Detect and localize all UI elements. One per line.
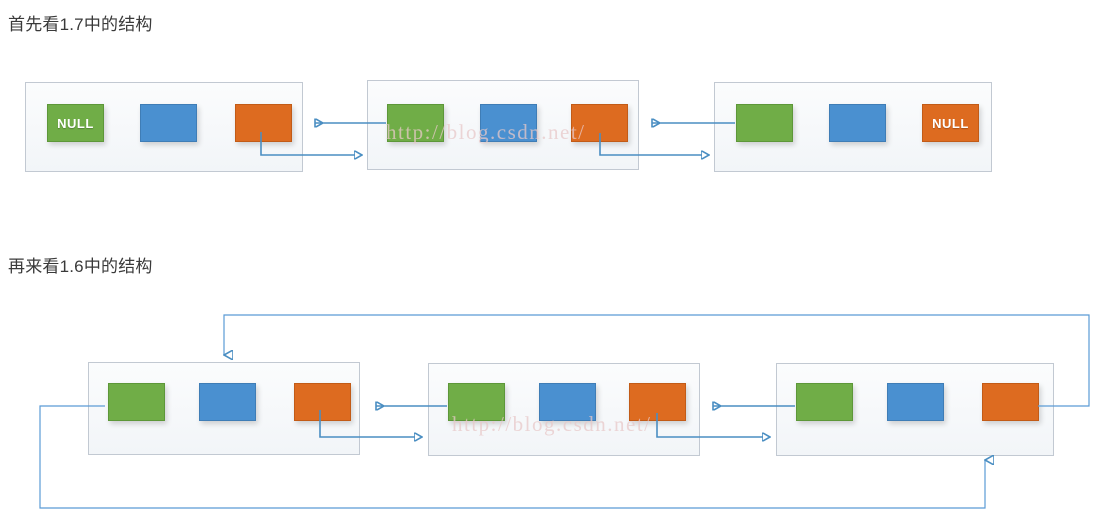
node-17-2-cell-green bbox=[387, 104, 444, 142]
node-16-2-cell-orange bbox=[629, 383, 686, 421]
node-16-3 bbox=[776, 363, 1054, 456]
node-16-2 bbox=[428, 363, 700, 456]
node-17-1-cell-blue bbox=[140, 104, 197, 142]
node-17-3-cell-blue bbox=[829, 104, 886, 142]
node-16-3-cell-blue bbox=[887, 383, 944, 421]
node-16-1-cell-green bbox=[108, 383, 165, 421]
node-17-3-cell-orange: NULL bbox=[922, 104, 979, 142]
node-16-2-cell-green bbox=[448, 383, 505, 421]
node-16-3-cell-green bbox=[796, 383, 853, 421]
node-17-1-cell-green: NULL bbox=[47, 104, 104, 142]
page-title-17: 首先看1.7中的结构 bbox=[8, 15, 153, 34]
page-title-16: 再来看1.6中的结构 bbox=[8, 257, 153, 276]
node-16-1 bbox=[88, 362, 360, 455]
node-16-1-cell-orange bbox=[294, 383, 351, 421]
node-16-2-cell-blue bbox=[539, 383, 596, 421]
node-17-3: NULL bbox=[714, 82, 992, 172]
node-17-1-cell-orange bbox=[235, 104, 292, 142]
node-17-2 bbox=[367, 80, 639, 170]
node-17-1: NULL bbox=[25, 82, 303, 172]
node-17-2-cell-blue bbox=[480, 104, 537, 142]
node-17-2-cell-orange bbox=[571, 104, 628, 142]
node-16-1-cell-blue bbox=[199, 383, 256, 421]
node-17-3-cell-green bbox=[736, 104, 793, 142]
node-16-3-cell-orange bbox=[982, 383, 1039, 421]
